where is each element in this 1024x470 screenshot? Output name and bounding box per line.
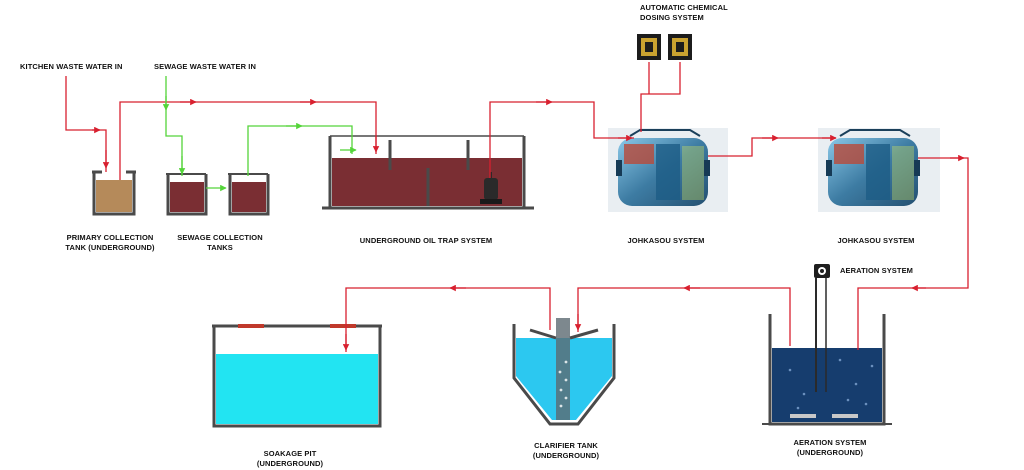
label-sewage-tanks-line2: TANKS [207,243,233,252]
label-primary-line1: PRIMARY COLLECTION [66,233,154,242]
label-dosing-line1: AUTOMATIC CHEMICAL [640,3,728,12]
label-clarifier-line1: CLARIFIER TANK [534,441,598,450]
aeration-tank [762,278,892,426]
label-aeration-line2: (UNDERGROUND) [796,448,864,457]
flow-aeration-to-clarifier [577,287,791,346]
primary-collection-tank [92,170,136,216]
label-sewage-waste-water-in: SEWAGE WASTE WATER IN [154,62,256,71]
sewage-collection-tank-1 [166,173,208,216]
chemical-dosing-units [637,34,692,60]
flow-oiltrap-to-johkasou [489,101,634,178]
flow-primary-to-oiltrap [119,101,377,180]
johkasou-system-2 [818,128,940,212]
flow-kitchen-in [65,76,107,172]
label-dosing-line2: DOSING SYSTEM [640,13,704,22]
johkasou-system-1 [608,128,728,212]
flow-lines [65,62,969,352]
flow-sewage-in [165,76,183,176]
label-clarifier-line2: (UNDERGROUND) [532,451,600,460]
label-johkasou-2: JOHKASOU SYSTEM [837,236,915,245]
label-oil-trap: UNDERGROUND OIL TRAP SYSTEM [359,236,493,245]
label-kitchen-waste-water-in: KITCHEN WASTE WATER IN [20,62,123,71]
flow-clarifier-to-soakage [345,287,551,352]
clarifier-tank [512,318,616,426]
label-aeration-line1: AERATION SYSTEM [793,438,867,447]
oil-trap-tank [322,135,534,210]
sewage-collection-tank-2 [228,173,270,216]
label-soakage-line1: SOAKAGE PIT [263,449,317,458]
flow-johkasou1-to-johkasou2 [708,137,836,157]
oil-trap-pump-icon [480,172,502,204]
soakage-pit [212,324,382,428]
label-primary-line2: TANK (UNDERGROUND) [65,243,155,252]
flow-dosing-to-johkasou [640,62,681,132]
label-sewage-tanks-line1: SEWAGE COLLECTION [177,233,263,242]
label-aeration-blower: AERATION SYSTEM [840,266,914,275]
aeration-blower-icon [814,264,830,278]
label-johkasou-1: JOHKASOU SYSTEM [627,236,705,245]
label-soakage-line2: (UNDERGROUND) [256,459,324,468]
